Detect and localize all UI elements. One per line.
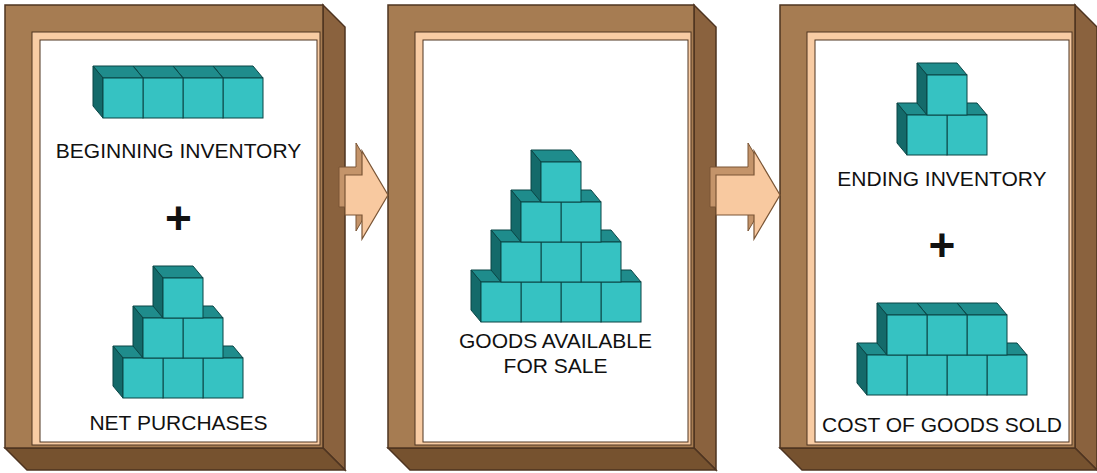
inventory-cube bbox=[153, 266, 203, 318]
frame-side bbox=[388, 448, 716, 470]
frame-bevel bbox=[415, 32, 691, 445]
text-slot: COST OF GOODS SOLD bbox=[815, 412, 1069, 437]
frame-front bbox=[780, 5, 1075, 448]
panel-label: COST OF GOODS SOLD bbox=[822, 412, 1062, 437]
frame-side bbox=[1075, 5, 1097, 470]
inventory-cube bbox=[917, 63, 967, 115]
inventory-cube bbox=[877, 303, 927, 355]
flow-panel: BEGINNING INVENTORY + NET PURCHASES bbox=[5, 5, 345, 470]
frame-side bbox=[780, 448, 1097, 470]
panel-label: ENDING INVENTORY bbox=[837, 166, 1046, 191]
text-slot: GOODS AVAILABLE FOR SALE bbox=[423, 328, 688, 378]
text-slot: BEGINNING INVENTORY bbox=[40, 138, 317, 163]
panel-ground bbox=[423, 40, 688, 442]
inventory-cube bbox=[531, 150, 581, 202]
frame-side bbox=[694, 5, 716, 470]
flow-arrow-group bbox=[339, 143, 388, 239]
panel-label: NET PURCHASES bbox=[89, 410, 267, 435]
frame-bevel bbox=[807, 32, 1072, 445]
panel-frame bbox=[5, 5, 345, 470]
plus-sign: + bbox=[165, 195, 192, 241]
text-slot: NET PURCHASES bbox=[40, 410, 317, 435]
frame-bevel bbox=[32, 32, 320, 445]
frame-front bbox=[388, 5, 694, 448]
flow-panel: GOODS AVAILABLE FOR SALE bbox=[388, 5, 716, 470]
panel-label: BEGINNING INVENTORY bbox=[56, 138, 301, 163]
frame-side bbox=[323, 5, 345, 470]
plus-sign: + bbox=[929, 222, 956, 268]
inventory-cube bbox=[93, 66, 143, 118]
panel-frame bbox=[780, 5, 1097, 470]
flow-arrow-group bbox=[710, 143, 780, 239]
panel-label: GOODS AVAILABLE FOR SALE bbox=[446, 328, 666, 378]
text-slot: + bbox=[815, 222, 1069, 268]
panel-ground bbox=[815, 40, 1069, 442]
panel-ground bbox=[40, 40, 317, 442]
panel-frame bbox=[388, 5, 716, 470]
flow-arrow bbox=[716, 151, 780, 239]
text-slot: ENDING INVENTORY bbox=[815, 166, 1069, 191]
text-slot: + bbox=[40, 195, 317, 241]
flow-panel: ENDING INVENTORY + COST OF GOODS SOLD bbox=[780, 5, 1097, 470]
flow-arrow bbox=[345, 151, 388, 239]
frame-side bbox=[5, 448, 345, 470]
frame-front bbox=[5, 5, 323, 448]
